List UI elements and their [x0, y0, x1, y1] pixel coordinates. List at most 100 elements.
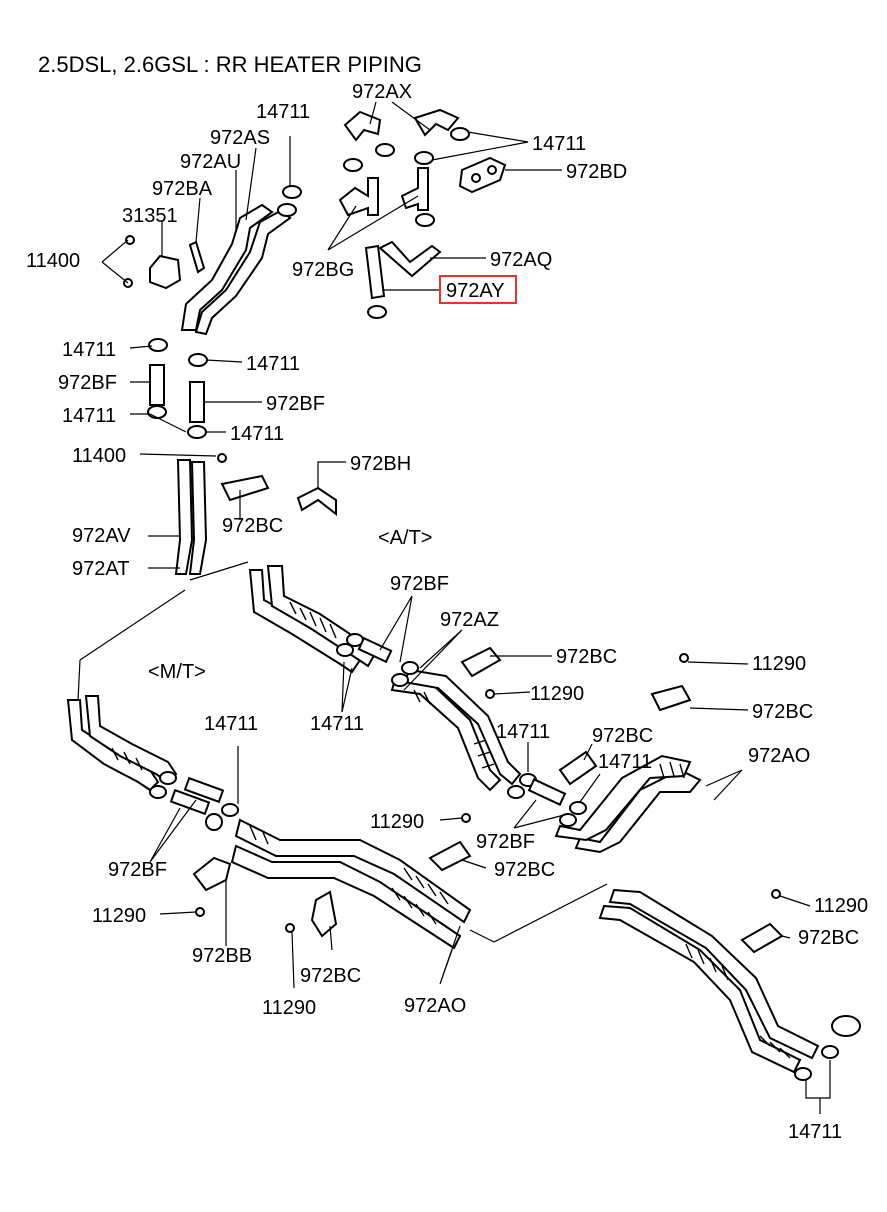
- clamp-icon: [147, 405, 167, 419]
- part-label-972bc[interactable]: 972BC: [222, 515, 283, 537]
- part-label-972bf[interactable]: 972BF: [58, 372, 117, 394]
- part-label-972ao[interactable]: 972AO: [748, 745, 810, 767]
- hose-at-lower: [390, 674, 502, 792]
- clamp-icon: [391, 673, 409, 687]
- part-label-972bh[interactable]: 972BH: [350, 453, 411, 475]
- at-assembly: [248, 565, 702, 854]
- clip-972bb: [192, 856, 232, 892]
- clip-972bc: [220, 474, 270, 502]
- part-label-11290[interactable]: 11290: [814, 895, 868, 917]
- part-label-972as[interactable]: 972AS: [210, 127, 270, 149]
- clamp-icon: [821, 1045, 839, 1059]
- clamp-icon: [414, 151, 434, 165]
- clamp-icon: [221, 803, 239, 817]
- part-label-972bc[interactable]: 972BC: [300, 965, 361, 987]
- part-label-972bc[interactable]: 972BC: [592, 725, 653, 747]
- diagram-title: 2.5DSL, 2.6GSL : RR HEATER PIPING: [38, 52, 422, 77]
- bolt-icon: [485, 689, 495, 699]
- section-label-at: <A/T>: [378, 527, 432, 549]
- part-label-14711[interactable]: 14711: [230, 423, 284, 445]
- part-label-14711[interactable]: 14711: [598, 751, 652, 773]
- highlight-box: [439, 275, 517, 304]
- pipe-972bf: [183, 776, 225, 804]
- part-label-14711[interactable]: 14711: [496, 721, 550, 743]
- part-label-972ba[interactable]: 972BA: [152, 178, 213, 200]
- part-label-972ao[interactable]: 972AO: [404, 995, 466, 1017]
- hose-972ay: [364, 244, 386, 300]
- part-label-972bf[interactable]: 972BF: [476, 831, 535, 853]
- part-label-11400[interactable]: 11400: [26, 250, 80, 272]
- pipe-972au-inner: [194, 208, 292, 336]
- part-label-14711[interactable]: 14711: [62, 339, 116, 361]
- part-label-11400[interactable]: 11400: [72, 445, 126, 467]
- clamp-icon: [507, 785, 525, 799]
- bracket-972ba: [188, 240, 206, 274]
- part-label-11290[interactable]: 11290: [92, 905, 146, 927]
- clip-972bc-at: [460, 646, 502, 678]
- clamp-icon: [148, 338, 168, 352]
- part-label-972bb[interactable]: 972BB: [192, 945, 252, 967]
- part-label-14711[interactable]: 14711: [256, 101, 310, 123]
- part-label-972bc[interactable]: 972BC: [556, 646, 617, 668]
- clip-972bc-rear: [740, 922, 784, 954]
- part-label-11290[interactable]: 11290: [370, 811, 424, 833]
- hose-mt-left: [66, 699, 160, 792]
- part-label-972ay-highlighted[interactable]: 972AY: [446, 280, 505, 302]
- hose-972aq: [378, 240, 442, 278]
- clamp-icon: [282, 185, 302, 199]
- clip-972bc-at-2: [650, 684, 692, 712]
- part-label-14711[interactable]: 14711: [310, 713, 364, 735]
- part-label-972az[interactable]: 972AZ: [440, 609, 499, 631]
- clamp-icon: [149, 785, 167, 799]
- hose-rear-1: [598, 904, 802, 1074]
- hose-mt-main-2: [230, 844, 462, 950]
- part-label-972ax[interactable]: 972AX: [352, 81, 412, 103]
- clamp-icon: [450, 127, 470, 141]
- clip-972bc-mt: [428, 840, 472, 872]
- clamp-icon: [401, 661, 419, 675]
- part-label-14711[interactable]: 14711: [246, 353, 300, 375]
- pipe-972av: [174, 459, 194, 575]
- part-label-972av[interactable]: 972AV: [72, 525, 131, 547]
- clamp-icon: [277, 203, 297, 217]
- grommet-icon: [831, 1015, 861, 1037]
- part-label-14711[interactable]: 14711: [62, 405, 116, 427]
- part-label-11290[interactable]: 11290: [530, 683, 584, 705]
- clamp-icon: [794, 1067, 812, 1081]
- pipe-972bf: [189, 381, 205, 423]
- hose-rear-2: [608, 888, 820, 1060]
- part-label-31351[interactable]: 31351: [122, 205, 178, 227]
- hose-at-right: [574, 768, 702, 854]
- grouping-lines: [77, 561, 608, 943]
- clamp-icon: [569, 801, 587, 815]
- pipe-972bf: [169, 788, 211, 816]
- part-label-14711[interactable]: 14711: [788, 1121, 842, 1143]
- part-label-972bf[interactable]: 972BF: [266, 393, 325, 415]
- bracket-972bh: [296, 486, 337, 517]
- part-label-972bc[interactable]: 972BC: [798, 927, 859, 949]
- part-label-972aq[interactable]: 972AQ: [490, 249, 552, 271]
- part-label-11290[interactable]: 11290: [752, 653, 806, 675]
- part-label-14711[interactable]: 14711: [204, 713, 258, 735]
- part-label-14711[interactable]: 14711: [532, 133, 586, 155]
- part-label-11290[interactable]: 11290: [262, 997, 316, 1019]
- bolt-icon: [195, 907, 205, 917]
- grommet-31351: [149, 254, 182, 290]
- part-label-972bd[interactable]: 972BD: [566, 161, 627, 183]
- part-label-972at[interactable]: 972AT: [72, 558, 129, 580]
- part-label-972bf[interactable]: 972BF: [108, 859, 167, 881]
- part-label-972bc[interactable]: 972BC: [752, 701, 813, 723]
- part-label-972bc[interactable]: 972BC: [494, 859, 555, 881]
- part-label-972au[interactable]: 972AU: [180, 151, 241, 173]
- clamp-icon: [415, 213, 435, 227]
- part-labels: 972AX 14711 972AS 14711 972AU 972BD 972B…: [26, 81, 868, 1143]
- tee-fitting-972bg-left: [338, 177, 379, 217]
- bolt-icon: [125, 235, 135, 245]
- clip-972bc-at-3: [558, 750, 598, 786]
- section-label-mt: <M/T>: [148, 661, 206, 683]
- part-label-972bg[interactable]: 972BG: [292, 259, 354, 281]
- part-label-972bf[interactable]: 972BF: [390, 573, 449, 595]
- bolt-icon: [771, 889, 781, 899]
- upper-parts: [123, 108, 507, 575]
